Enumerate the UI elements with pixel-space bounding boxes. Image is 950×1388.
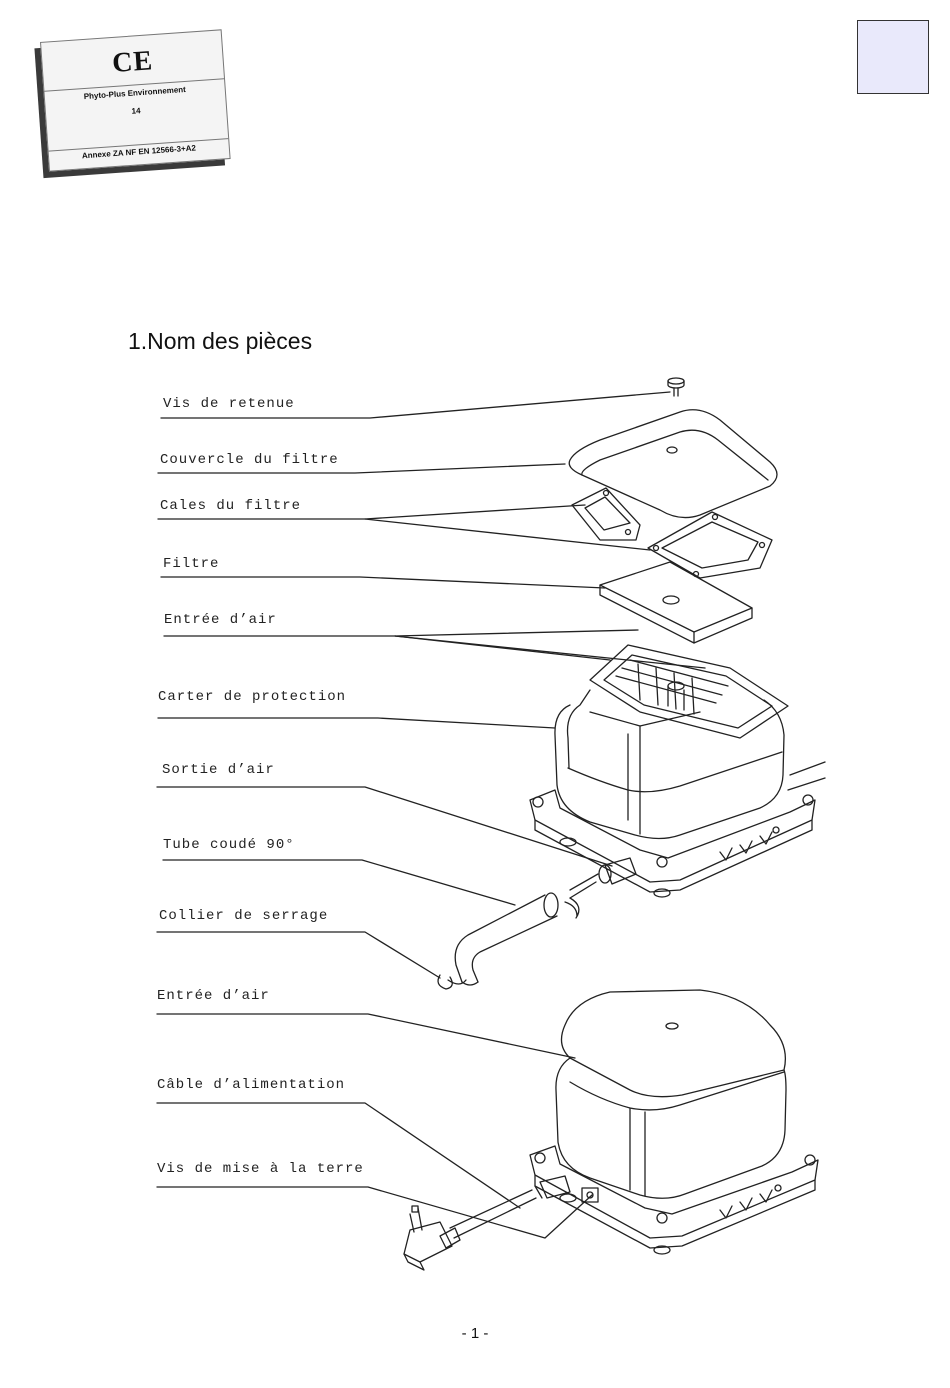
- pump-upper-drawing: [530, 645, 825, 897]
- filter-cover-drawing: [569, 410, 777, 518]
- elbow-tube-drawing: [438, 858, 636, 989]
- power-cable-drawing: [404, 1176, 570, 1270]
- page-number: - 1 -: [0, 1325, 950, 1342]
- filter-shims-drawing: [572, 488, 772, 578]
- retaining-screw-drawing: [668, 378, 684, 396]
- leader-lines: [157, 392, 705, 1238]
- pump-lower-drawing: [530, 990, 818, 1254]
